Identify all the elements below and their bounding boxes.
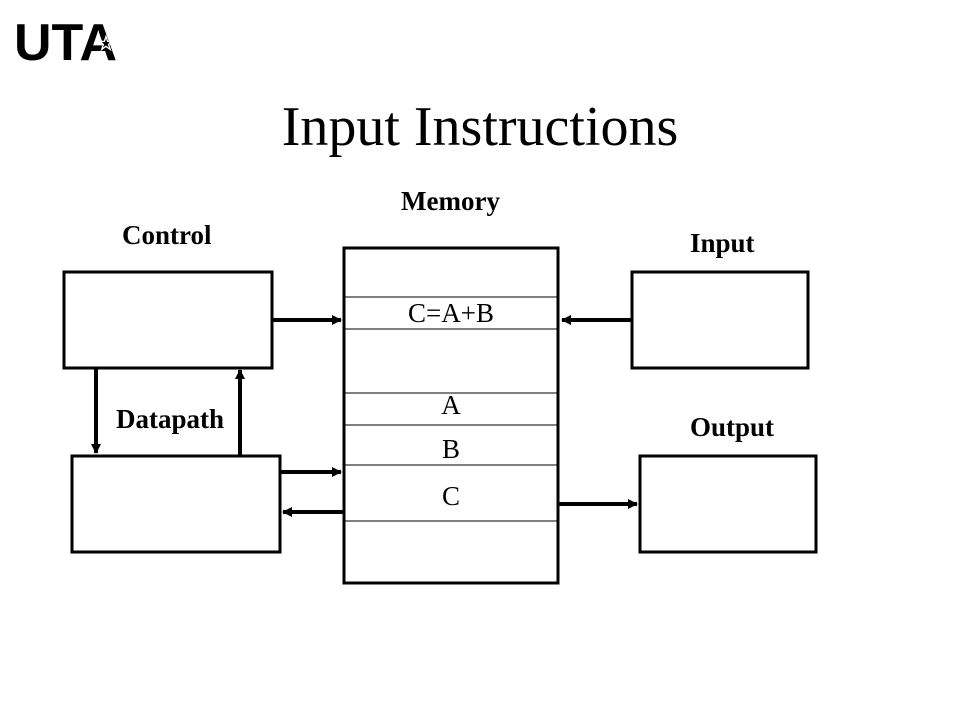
- control-label: Control: [122, 220, 212, 250]
- memory-cell-b: B: [441, 434, 460, 464]
- memory-cell-c: C: [441, 481, 460, 511]
- datapath-label: Datapath: [116, 404, 225, 434]
- output-label: Output: [690, 412, 775, 442]
- memory-cell-instruction: C=A+B: [408, 298, 494, 328]
- slide-title: Input Instructions: [281, 96, 679, 158]
- output-box: [638, 454, 818, 554]
- uta-logo: UTA ☆: [14, 14, 117, 64]
- memory-box: [342, 246, 560, 585]
- datapath-box: [70, 454, 282, 554]
- memory-cell-a: A: [441, 390, 461, 420]
- input-label: Input: [690, 228, 755, 258]
- memory-label: Memory: [401, 186, 500, 216]
- uta-logo-text: UTA: [14, 14, 117, 64]
- input-box: [630, 270, 810, 370]
- control-box: [62, 270, 274, 370]
- star-icon: ☆: [97, 33, 115, 55]
